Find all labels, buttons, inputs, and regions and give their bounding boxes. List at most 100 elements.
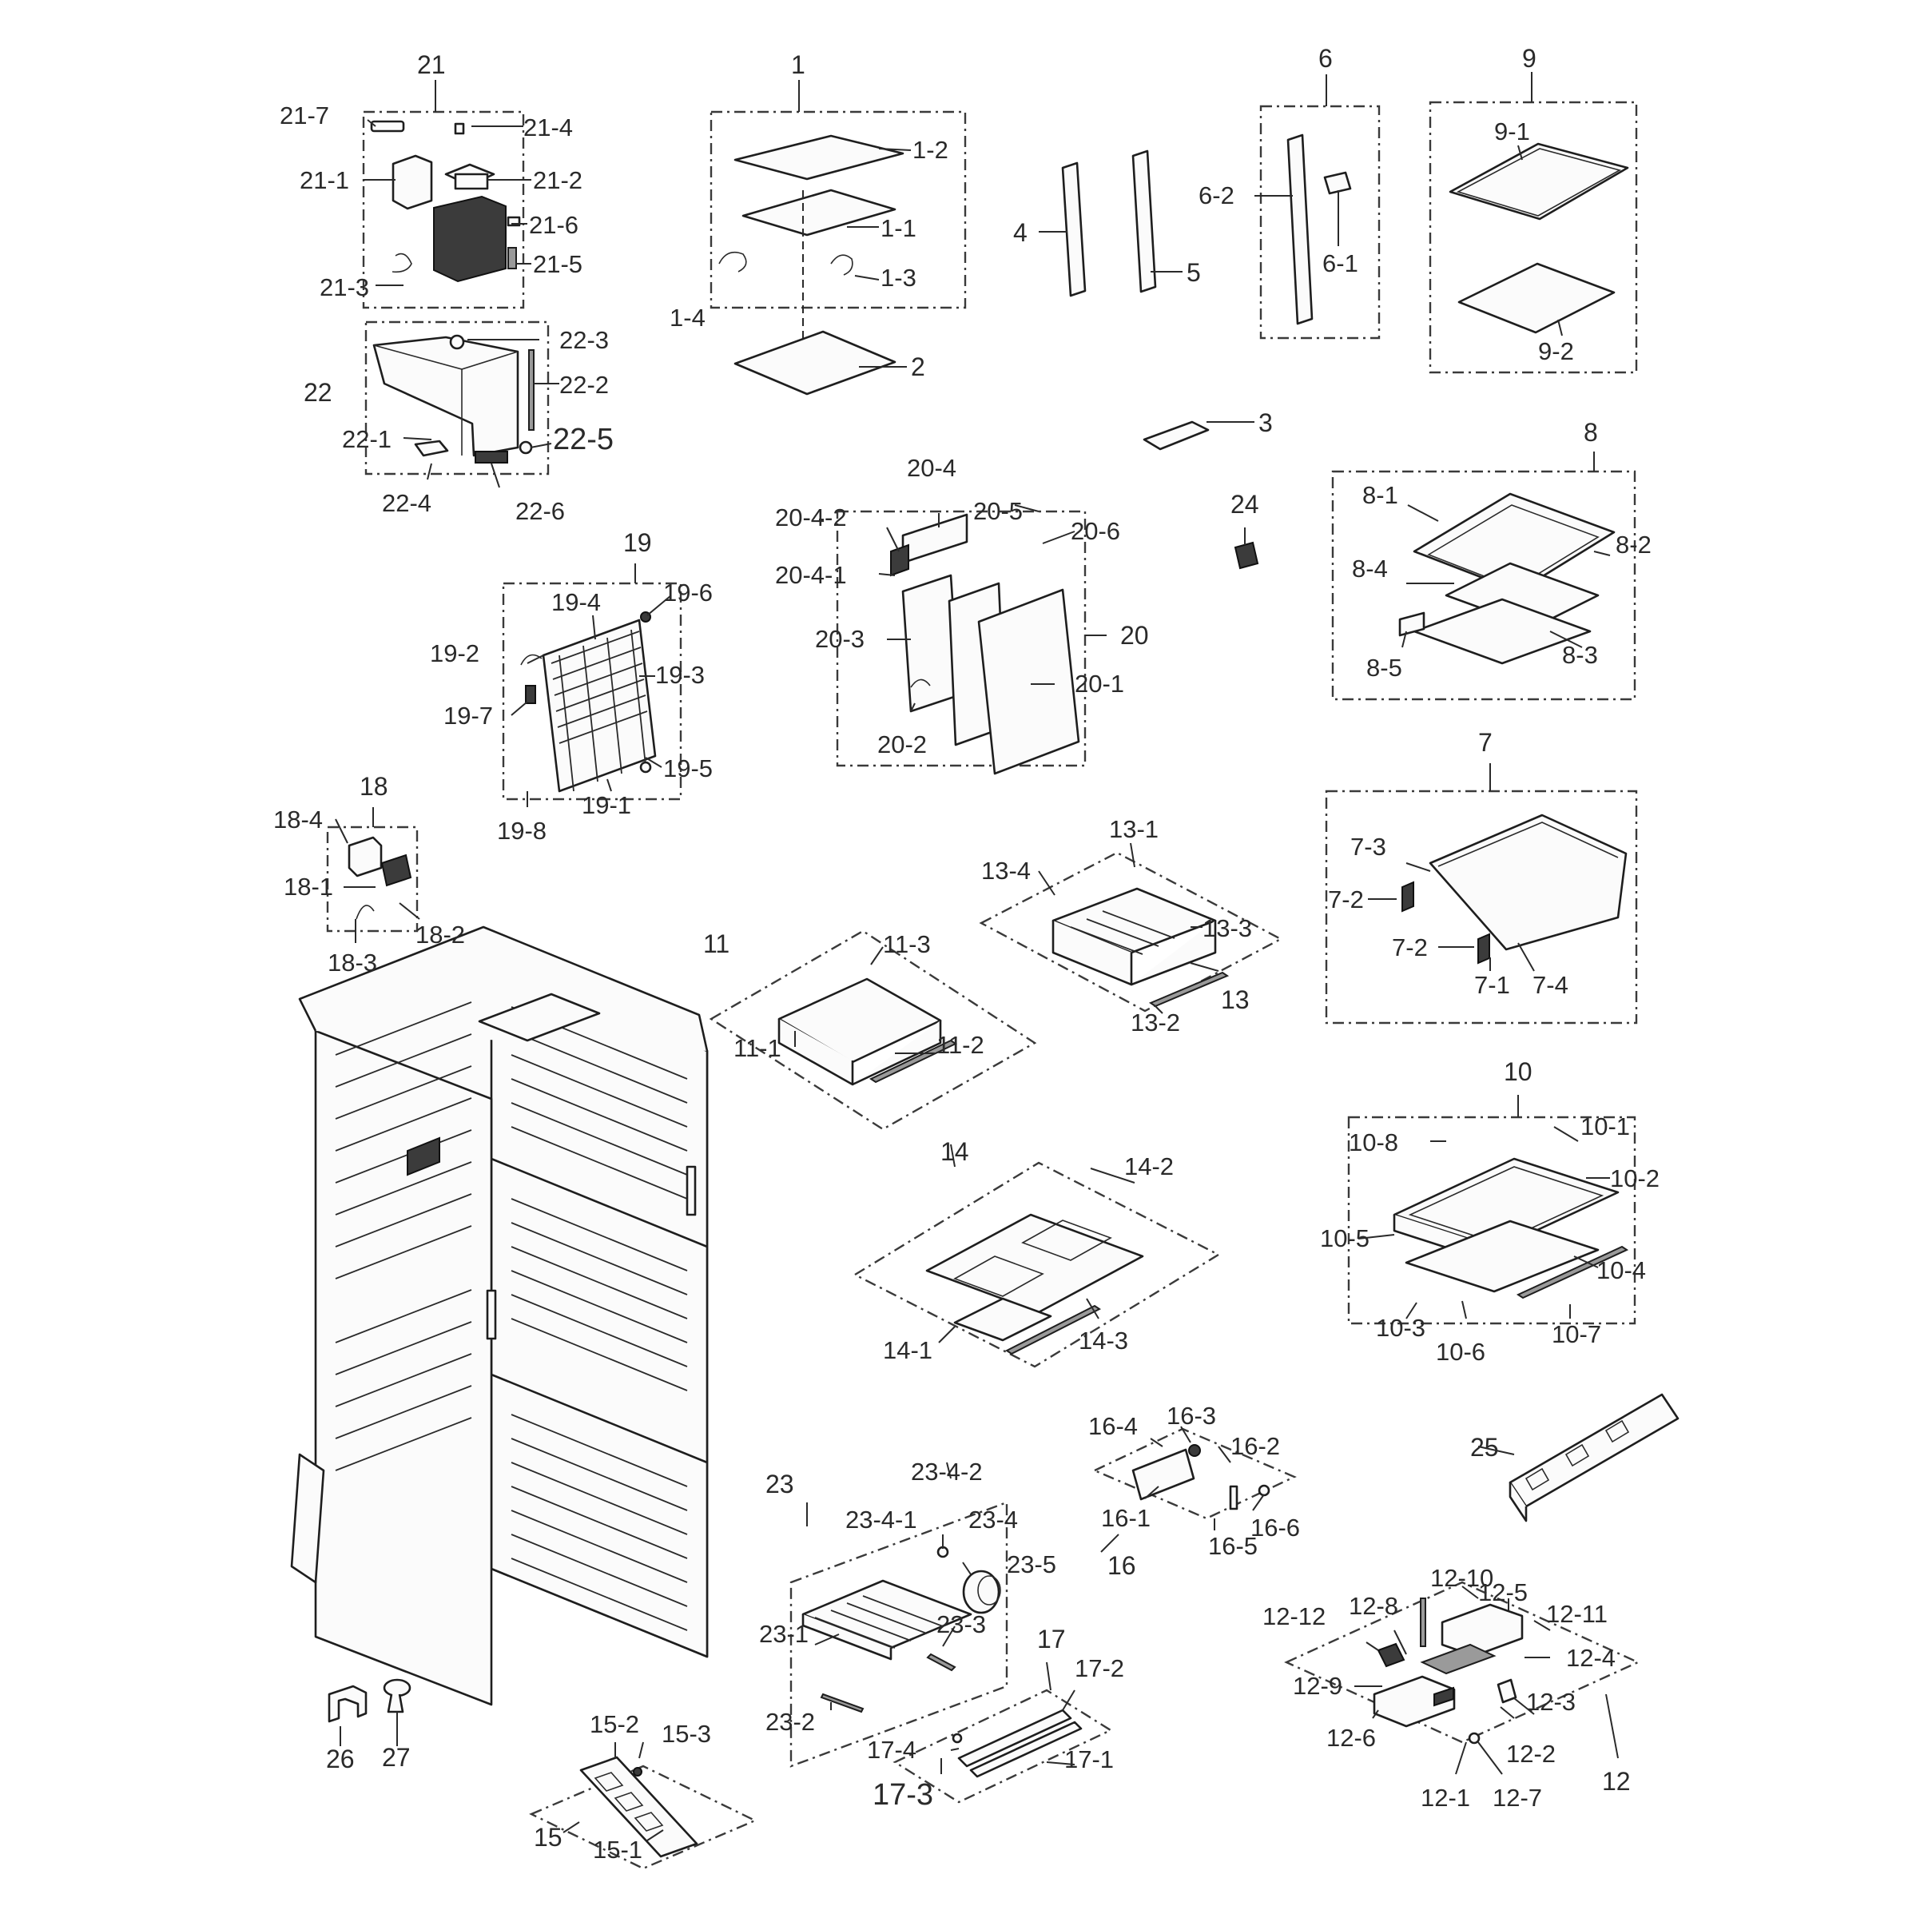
label-part-8-4: 8-4: [1352, 555, 1388, 583]
label-part-16-3: 16-3: [1167, 1402, 1216, 1430]
group-14-cover-assembly: [853, 1161, 1221, 1368]
label-part-1-1: 1-1: [881, 214, 916, 242]
label-part-12-12: 12-12: [1262, 1602, 1326, 1630]
label-part-13-3: 13-3: [1203, 914, 1252, 942]
label-group-20: 20: [1120, 621, 1149, 650]
label-part-22-3: 22-3: [559, 326, 609, 354]
label-part-21-3: 21-3: [320, 273, 369, 301]
label-part-10-2: 10-2: [1610, 1164, 1660, 1192]
label-part-19-3: 19-3: [655, 661, 705, 689]
label-part-20-2: 20-2: [877, 730, 927, 758]
label-group-25: 25: [1470, 1433, 1499, 1462]
label-part-12-4: 12-4: [1566, 1644, 1616, 1672]
group-15-lower-trim: [529, 1756, 757, 1870]
label-group-1: 1: [791, 50, 805, 79]
label-part-17-3: 17-3: [873, 1778, 933, 1812]
leader-lines: [335, 119, 1619, 1841]
label-part-16-1: 16-1: [1101, 1504, 1151, 1532]
label-part-13-4: 13-4: [981, 857, 1031, 885]
label-part-21-1: 21-1: [300, 166, 349, 194]
label-part-23-4-2: 23-4-2: [911, 1458, 983, 1486]
label-part-20-3: 20-3: [815, 625, 865, 653]
label-group-3: 3: [1258, 408, 1273, 437]
label-part-1-3: 1-3: [881, 264, 916, 292]
label-group-21: 21: [417, 50, 446, 79]
label-part-12-7: 12-7: [1493, 1784, 1542, 1812]
group-9-shelf: [1429, 72, 1638, 374]
group-12-dispenser-assembly: [1284, 1581, 1640, 1745]
part-labels: 21 21-7 21-4 21-1 21-2 21-6 21-5 21-3 22…: [273, 44, 1660, 1864]
label-part-23-3: 23-3: [936, 1610, 986, 1638]
label-group-15: 15: [534, 1823, 563, 1852]
label-part-15-2: 15-2: [590, 1710, 639, 1738]
label-group-2: 2: [911, 352, 925, 381]
label-group-5: 5: [1187, 258, 1201, 287]
label-part-15-1: 15-1: [593, 1836, 642, 1864]
label-part-7-2-upper: 7-2: [1328, 885, 1364, 913]
label-part-10-8: 10-8: [1349, 1128, 1398, 1156]
label-part-21-4: 21-4: [523, 113, 573, 141]
label-part-21-6: 21-6: [529, 211, 578, 239]
refrigerator-cabinet: [290, 925, 709, 1706]
label-group-18: 18: [360, 772, 388, 801]
label-part-9-2: 9-2: [1538, 337, 1574, 365]
label-part-19-7: 19-7: [443, 702, 493, 730]
label-part-11-1: 11-1: [733, 1034, 781, 1062]
label-part-16-6: 16-6: [1250, 1514, 1300, 1542]
label-part-10-6: 10-6: [1436, 1338, 1485, 1366]
group-20-door-assembly: [836, 510, 1087, 775]
group-17-trim: [892, 1689, 1113, 1804]
label-part-13-2: 13-2: [1131, 1009, 1180, 1037]
label-part-10-4: 10-4: [1596, 1256, 1646, 1284]
label-group-12: 12: [1602, 1767, 1631, 1796]
label-group-8: 8: [1584, 418, 1598, 447]
label-part-14-1: 14-1: [883, 1336, 932, 1364]
label-part-12-11: 12-11: [1546, 1600, 1608, 1628]
label-group-9: 9: [1522, 44, 1536, 73]
label-part-22-4: 22-4: [382, 489, 431, 517]
label-part-17-4: 17-4: [867, 1736, 916, 1764]
label-part-11-2: 11-2: [936, 1031, 984, 1059]
label-part-10-5: 10-5: [1320, 1224, 1369, 1252]
label-part-22-6: 22-6: [515, 497, 565, 525]
group-7-shelf: [1325, 763, 1638, 1025]
group-18-damper-assembly: [326, 807, 419, 933]
label-part-23-5: 23-5: [1007, 1550, 1056, 1578]
label-part-17-1: 17-1: [1064, 1745, 1114, 1773]
label-group-23: 23: [765, 1470, 794, 1498]
label-part-1-4: 1-4: [670, 304, 706, 332]
label-part-19-5: 19-5: [663, 754, 713, 782]
label-part-14-3: 14-3: [1079, 1327, 1128, 1355]
label-part-10-3: 10-3: [1376, 1314, 1425, 1342]
label-part-8-3: 8-3: [1562, 641, 1598, 669]
label-part-22-5: 22-5: [553, 423, 614, 456]
label-part-19-8: 19-8: [497, 817, 547, 845]
label-part-17-2: 17-2: [1075, 1654, 1124, 1682]
label-group-11: 11: [703, 929, 729, 958]
label-group-4: 4: [1013, 218, 1028, 247]
label-part-23-2: 23-2: [765, 1708, 815, 1736]
group-25-duct: [1509, 1393, 1680, 1522]
label-group-27: 27: [382, 1743, 411, 1772]
group-8-shelf-assembly: [1331, 452, 1636, 701]
label-part-23-4-1: 23-4-1: [845, 1506, 917, 1534]
group-22-ice-bucket-assembly: [364, 320, 550, 476]
label-part-15-3: 15-3: [662, 1720, 711, 1748]
label-part-19-1: 19-1: [582, 791, 631, 819]
label-part-16-5: 16-5: [1208, 1532, 1258, 1560]
group-10-crisper-assembly: [1347, 1095, 1636, 1325]
label-part-12-10: 12-10: [1430, 1564, 1493, 1592]
label-part-12-9: 12-9: [1293, 1672, 1342, 1700]
label-part-6-1: 6-1: [1322, 249, 1358, 277]
label-part-19-4: 19-4: [551, 588, 601, 616]
label-part-10-7: 10-7: [1552, 1320, 1601, 1348]
label-part-20-5: 20-5: [973, 497, 1023, 525]
label-group-20-4: 20-4: [907, 454, 956, 482]
label-group-17: 17: [1037, 1625, 1066, 1653]
label-part-12-1: 12-1: [1421, 1784, 1470, 1812]
label-group-22: 22: [304, 378, 332, 407]
label-part-9-1: 9-1: [1494, 117, 1530, 145]
label-group-6: 6: [1318, 44, 1333, 73]
label-part-23-1: 23-1: [759, 1620, 809, 1648]
